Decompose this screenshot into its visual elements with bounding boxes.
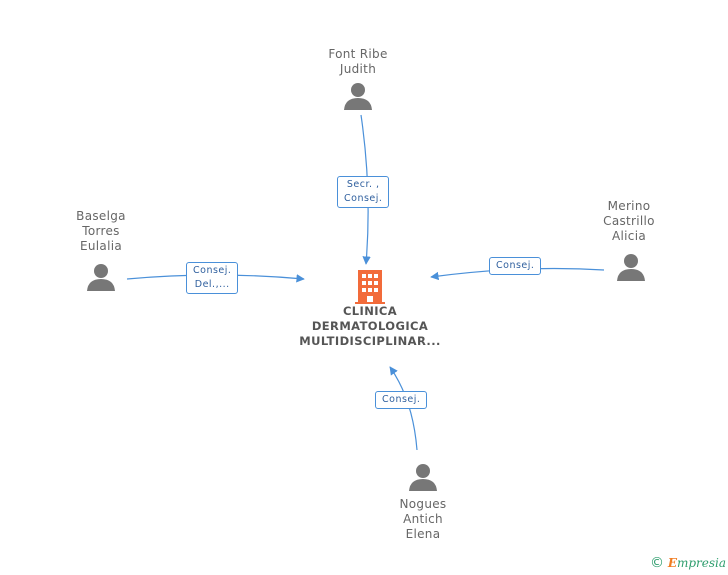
- person-name-line: Merino: [607, 199, 651, 213]
- role-label-nogues[interactable]: Consej.: [375, 391, 428, 409]
- person-name-line: Elena: [405, 527, 441, 541]
- company-node[interactable]: CLINICA DERMATOLOGICA MULTIDISCIPLINAR..…: [290, 270, 450, 349]
- company-name-line: MULTIDISCIPLINAR...: [299, 334, 441, 348]
- person-name-line: Castrillo: [603, 214, 655, 228]
- person-name-line: Baselga: [76, 209, 126, 223]
- person-name-line: Torres: [82, 224, 120, 238]
- person-name-line: Font Ribe: [328, 47, 388, 61]
- person-node-merino[interactable]: Merino Castrillo Alicia: [589, 199, 669, 282]
- person-node-font[interactable]: Font Ribe Judith: [318, 47, 398, 111]
- person-icon: [87, 264, 115, 291]
- role-label-merino[interactable]: Consej.: [489, 257, 542, 275]
- role-line: Consej.: [344, 193, 383, 204]
- person-icon: [409, 464, 437, 491]
- person-name-line: Eulalia: [80, 239, 122, 253]
- role-line: Consej.: [496, 260, 535, 271]
- person-name-line: Alicia: [612, 229, 646, 243]
- role-label-baselga[interactable]: Consej. Del.,...: [186, 262, 239, 294]
- role-line: Consej.: [382, 394, 421, 405]
- brand-text: mpresia: [676, 556, 727, 570]
- copyright-symbol: ©: [650, 555, 664, 571]
- building-icon: [355, 270, 385, 304]
- person-name-line: Nogues: [399, 497, 447, 511]
- person-name-line: Antich: [403, 512, 443, 526]
- role-line: Consej.: [193, 265, 232, 276]
- role-line: Del.,...: [194, 279, 230, 290]
- person-icon: [617, 254, 645, 281]
- brand-letter-e: E: [667, 556, 677, 570]
- person-icon: [344, 83, 372, 110]
- person-node-nogues[interactable]: Nogues Antich Elena: [383, 462, 463, 542]
- empresia-logo: © Empresia: [650, 555, 726, 571]
- person-node-baselga[interactable]: Baselga Torres Eulalia: [61, 209, 141, 292]
- person-name-line: Judith: [339, 62, 377, 76]
- role-label-font[interactable]: Secr. , Consej.: [337, 176, 390, 208]
- role-line: Secr. ,: [346, 179, 380, 190]
- company-name-line: CLINICA: [342, 304, 398, 318]
- company-name-line: DERMATOLOGICA: [311, 319, 429, 333]
